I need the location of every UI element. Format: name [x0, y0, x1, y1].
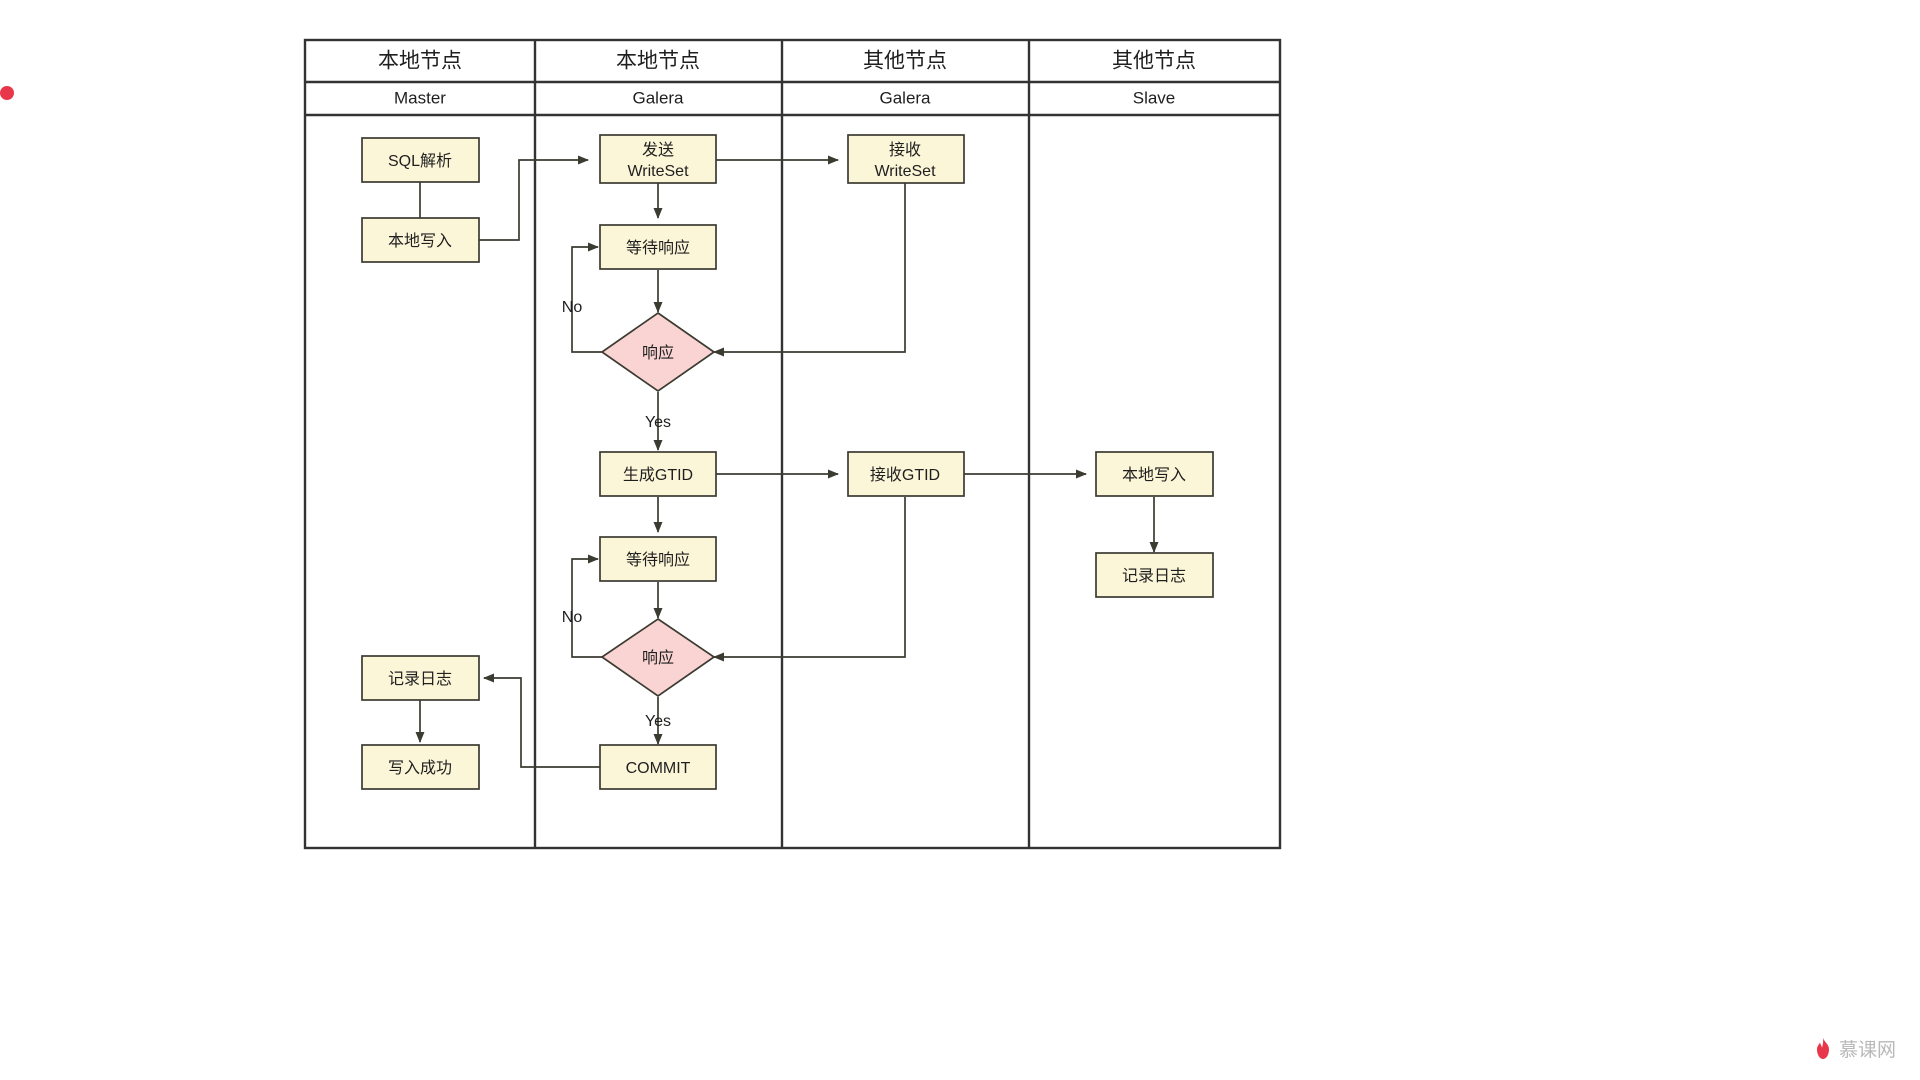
node-decision-response-1[interactable]: 响应 [600, 311, 716, 393]
lane-role-2: Galera [879, 88, 931, 107]
node-label-receive-writeset-line1: 接收 [889, 141, 921, 159]
node-label-local-write-slave: 本地写入 [1122, 466, 1186, 484]
lane-title-0: 本地节点 [378, 50, 462, 73]
node-label-decision-response-1: 响应 [642, 343, 674, 362]
accent-dot [0, 86, 14, 100]
node-label-local-write-master: 本地写入 [388, 232, 452, 250]
node-label-receive-writeset-line2: WriteSet [874, 163, 936, 180]
edge-label-no-2: No [562, 609, 583, 626]
lane-role-0: Master [394, 88, 446, 107]
lane-title-1: 本地节点 [616, 50, 700, 73]
node-receive-writeset[interactable]: 接收 WriteSet [847, 134, 965, 184]
node-label-commit: COMMIT [626, 760, 691, 777]
edge-recvgtid-resp2 [713, 497, 906, 662]
lane-headers: 本地节点 本地节点 其他节点 其他节点 Master Galera Galera… [378, 50, 1196, 108]
node-label-log-master: 记录日志 [388, 670, 452, 688]
node-write-success[interactable]: 写入成功 [361, 744, 480, 790]
edge-localwrite-sendws [479, 155, 589, 241]
node-wait-response-1[interactable]: 等待响应 [599, 224, 717, 270]
node-label-send-writeset-line1: 发送 [642, 141, 674, 159]
node-local-write-master[interactable]: 本地写入 [361, 217, 480, 263]
node-commit[interactable]: COMMIT [599, 744, 717, 790]
node-label-decision-response-2: 响应 [642, 648, 674, 667]
node-label-generate-gtid: 生成GTID [623, 466, 693, 484]
node-label-receive-gtid: 接收GTID [870, 466, 940, 484]
lane-title-2: 其他节点 [863, 50, 947, 73]
node-label-sql-parse: SQL解析 [388, 152, 452, 170]
lane-role-1: Galera [632, 88, 684, 107]
node-label-log-slave: 记录日志 [1122, 567, 1186, 585]
lane-title-3: 其他节点 [1112, 50, 1196, 73]
node-send-writeset[interactable]: 发送 WriteSet [599, 134, 717, 184]
node-log-master[interactable]: 记录日志 [361, 655, 480, 701]
edge-label-no-1: No [562, 299, 583, 316]
node-label-send-writeset-line2: WriteSet [627, 163, 689, 180]
edge-layer [415, 155, 1159, 768]
watermark-text: 慕课网 [1838, 1040, 1896, 1061]
node-label-wait-response-1: 等待响应 [626, 238, 690, 257]
node-sql-parse[interactable]: SQL解析 [361, 137, 480, 183]
watermark: 慕课网 [1813, 1035, 1896, 1062]
node-wait-response-2[interactable]: 等待响应 [599, 536, 717, 582]
node-decision-response-2[interactable]: 响应 [600, 617, 716, 698]
node-generate-gtid[interactable]: 生成GTID [599, 451, 717, 497]
edge-label-yes-2: Yes [645, 713, 671, 730]
edge-recvws-resp1 [713, 182, 906, 357]
node-label-wait-response-2: 等待响应 [626, 550, 690, 569]
flame-icon [1813, 1037, 1833, 1061]
edge-label-layer: No Yes No Yes [562, 299, 671, 730]
edge-resp2-wait2-no [571, 554, 610, 658]
node-log-slave[interactable]: 记录日志 [1095, 552, 1214, 598]
edge-commit-logmaster [483, 673, 600, 768]
edge-resp1-wait1-no [571, 242, 610, 353]
swimlane-frame [303, 38, 1282, 850]
lane-role-3: Slave [1133, 88, 1176, 107]
node-label-write-success: 写入成功 [388, 759, 452, 777]
node-local-write-slave[interactable]: 本地写入 [1095, 451, 1214, 497]
edge-label-yes-1: Yes [645, 414, 671, 431]
node-receive-gtid[interactable]: 接收GTID [847, 451, 965, 497]
